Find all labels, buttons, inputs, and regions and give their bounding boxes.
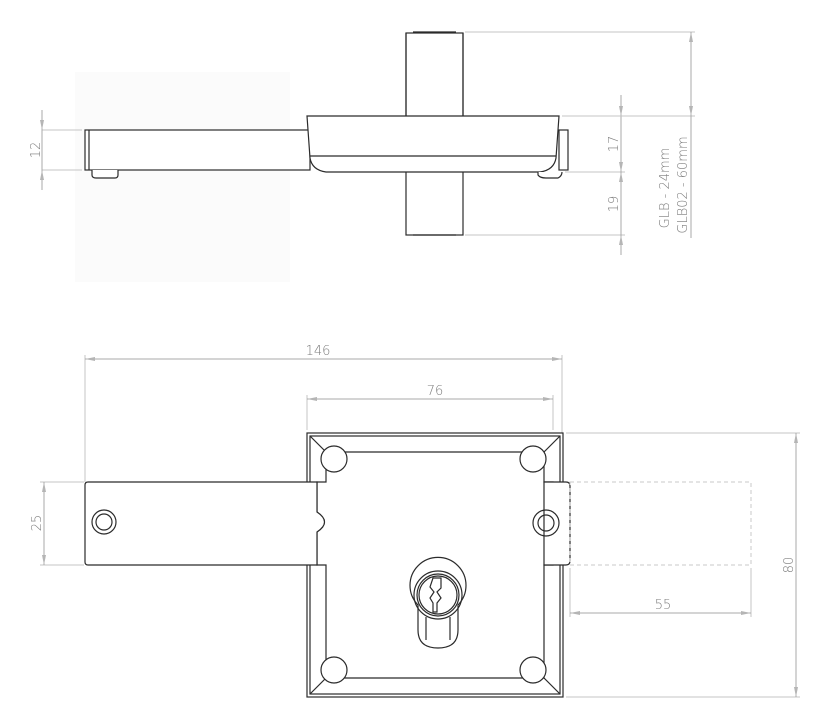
cylinder-keyhole [409,556,467,649]
dim-bolt-thickness: 12 [29,110,82,190]
dim-case-depth: 17 19 [465,95,625,255]
dim-76-label: 76 [427,384,444,399]
dim-cylinder-length: GLB - 24mm GLB02 - 60mm [465,31,695,238]
cylinder-length-glb02-label: GLB02 - 60mm [676,136,691,233]
front-view: 146 76 [30,344,800,698]
dim-bolt-height: 25 [30,481,84,566]
cylinder-length-glb-label: GLB - 24mm [658,148,673,229]
dim-80-label: 80 [782,557,797,574]
dim-19-label: 19 [607,196,622,213]
dim-bolt-throw: 55 [569,568,752,617]
screw-bottom-right [519,656,547,684]
dim-12-label: 12 [29,142,44,159]
bolt-bar-side [84,129,311,179]
dim-case-height: 80 [566,432,800,698]
screw-top-right [519,445,547,473]
dim-17-label: 17 [607,136,622,153]
side-view: 12 17 19 GLB - 24mm GLB02 - 60mm [29,31,695,255]
dim-25-label: 25 [30,515,45,532]
dim-case-width: 76 [306,384,554,430]
screw-top-left [320,445,348,473]
key-icon [429,577,442,613]
dim-146-label: 146 [306,344,331,359]
lock-case-side [306,33,569,179]
dim-55-label: 55 [655,598,672,613]
screw-bottom-left [320,656,348,684]
bolt-bar-front [84,481,571,566]
bolt-throw-outline [569,481,752,566]
